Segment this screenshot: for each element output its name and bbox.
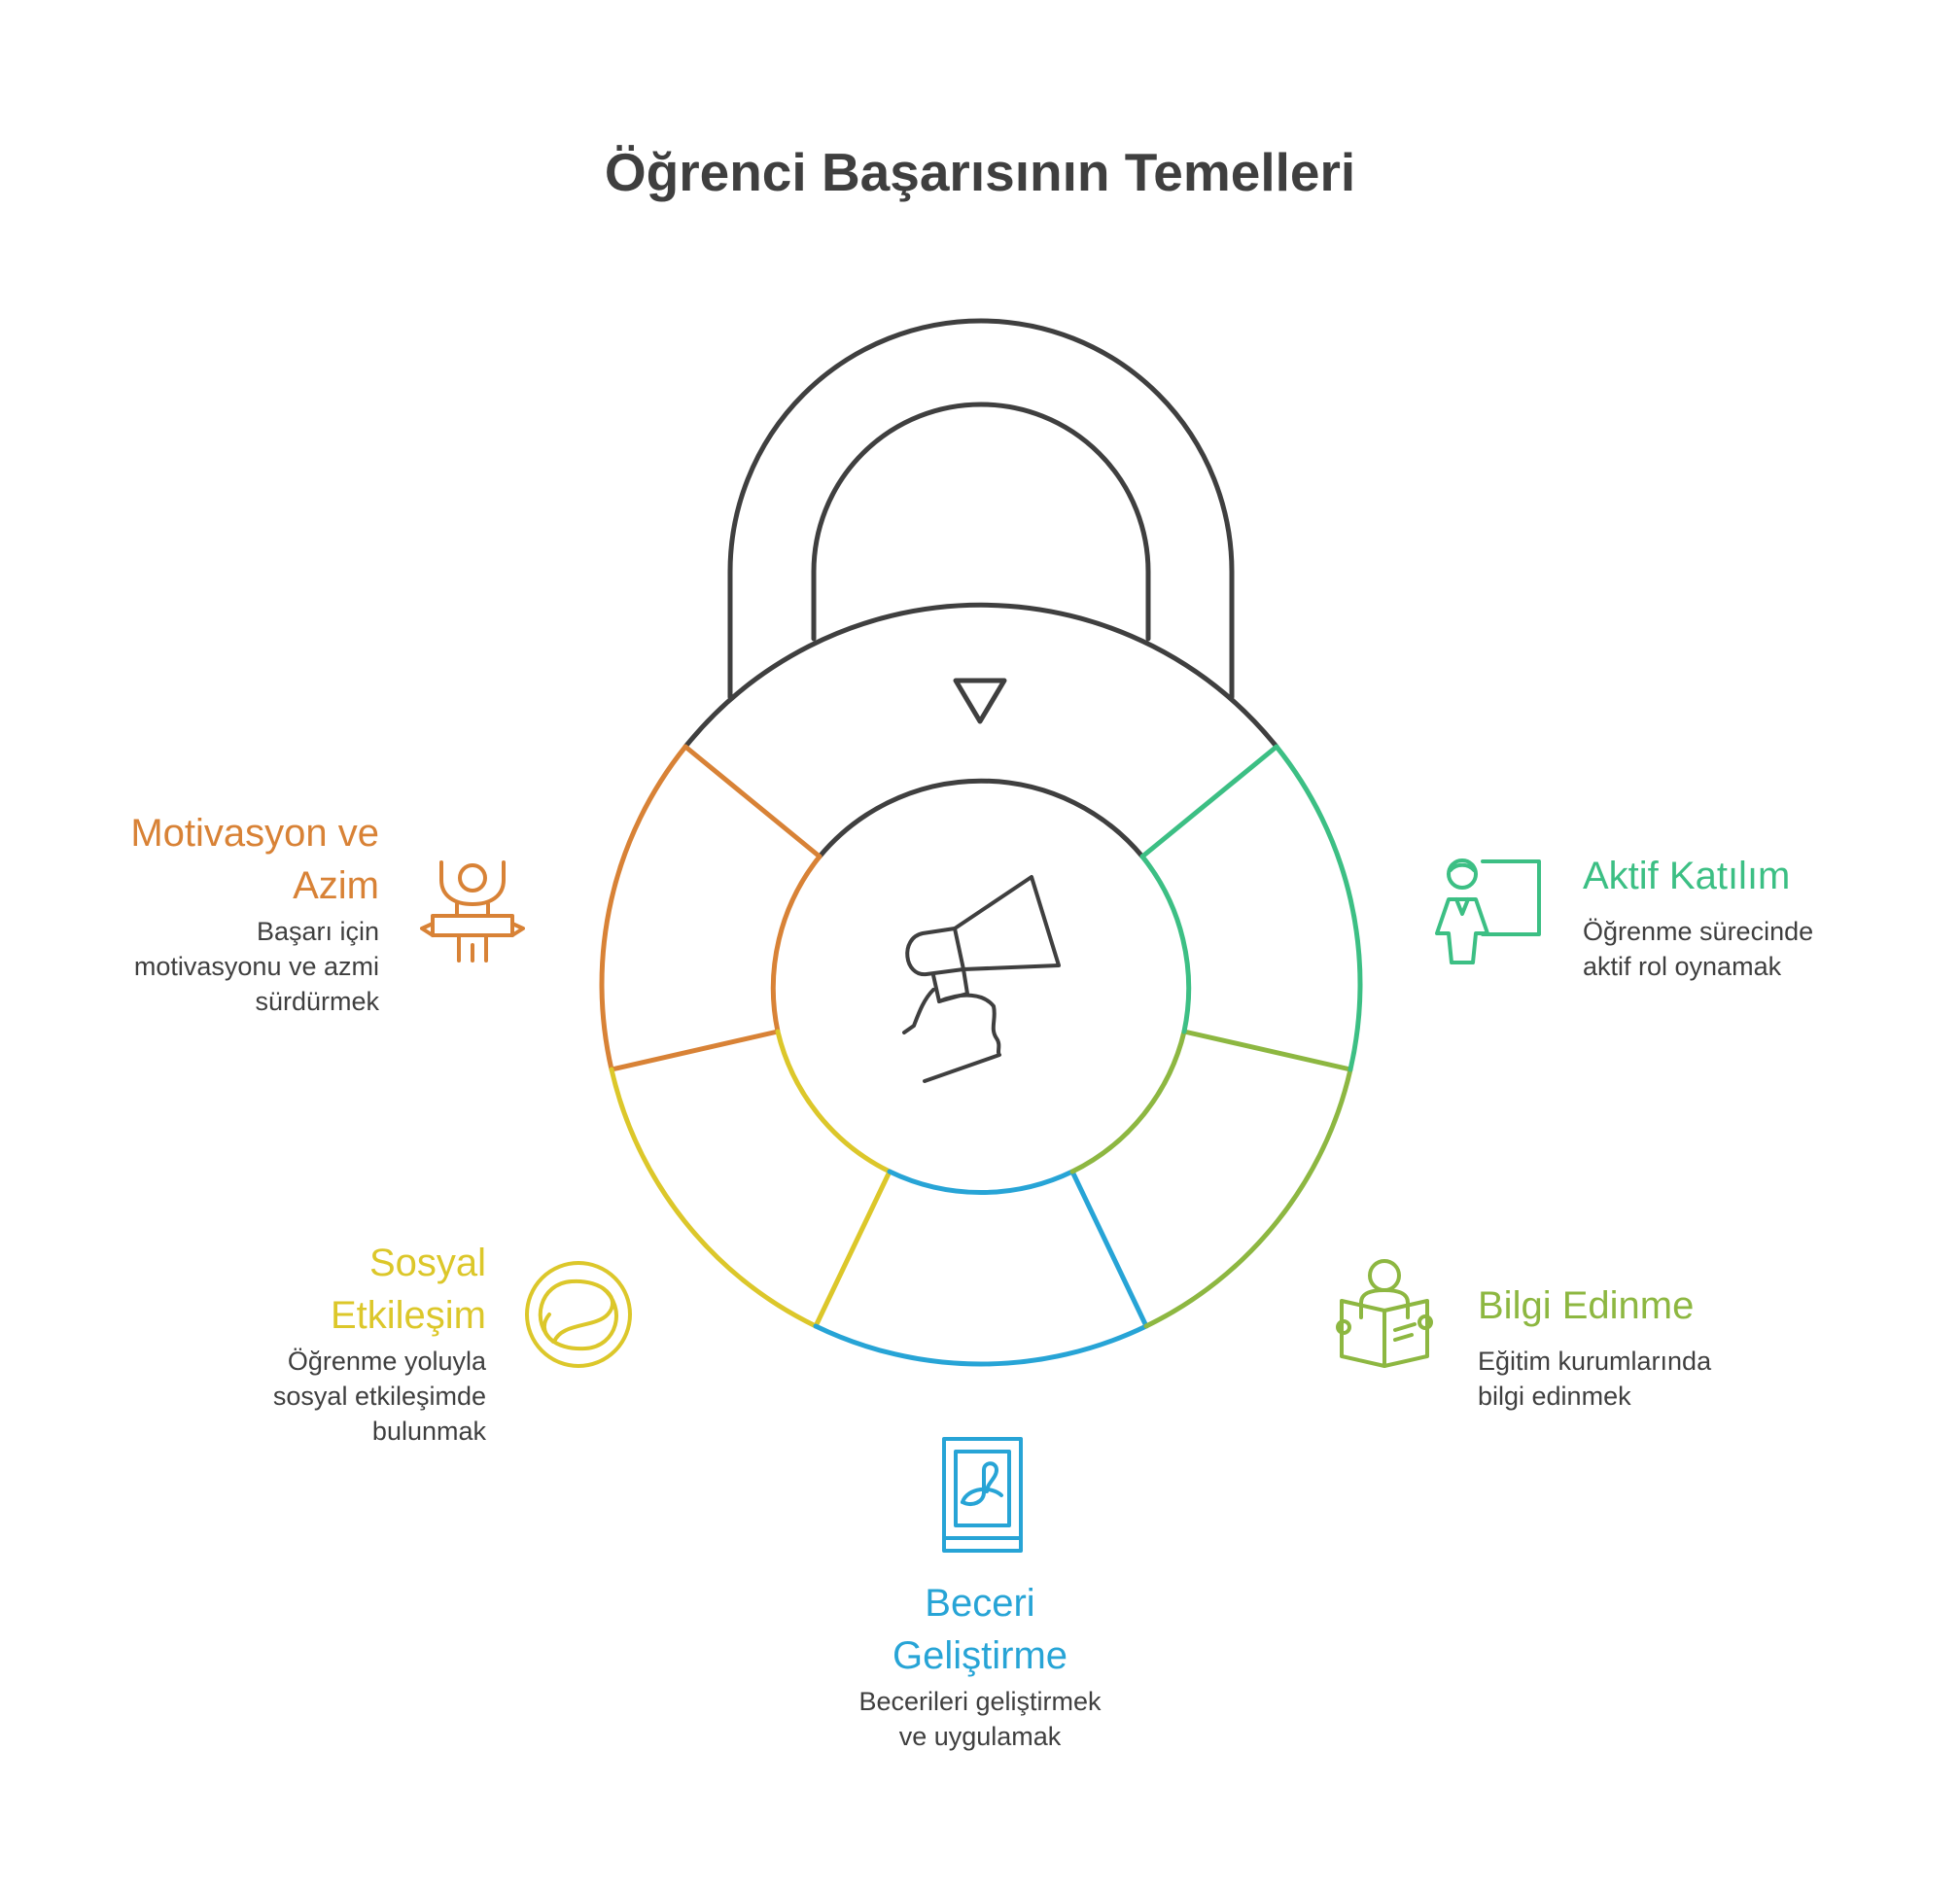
active-heading-line1: Aktif Katılım	[1583, 855, 1791, 897]
motivation-heading-line1: Motivasyon ve	[130, 812, 379, 855]
skills-heading-line2: Geliştirme	[892, 1634, 1068, 1677]
active-desc-line2: aktif rol oynamak	[1583, 952, 1782, 981]
skills-heading-line1: Beceri	[925, 1582, 1035, 1625]
active-desc-line1: Öğrenme sürecinde	[1583, 917, 1814, 946]
segment-social	[609, 1029, 892, 1329]
skills-desc-line2: ve uygulamak	[898, 1722, 1062, 1751]
motivation-desc-line1: Başarı için	[256, 917, 379, 946]
teacher-board-icon	[1435, 858, 1541, 964]
segment-motivation	[599, 744, 822, 1072]
social-heading-line1: Sosyal	[368, 1242, 486, 1284]
skill-book-icon	[942, 1437, 1023, 1553]
knowledge-heading-line1: Bilgi Edinme	[1478, 1284, 1695, 1327]
celebrating-person-icon	[420, 860, 525, 963]
knowledge-desc-line1: Eğitim kurumlarında	[1478, 1347, 1712, 1376]
segment-active	[1139, 744, 1363, 1072]
knowledge-desc-line2: bilgi edinmek	[1478, 1382, 1631, 1411]
segment-skills	[813, 1169, 1149, 1367]
reading-person-icon	[1336, 1259, 1433, 1368]
padlock-shackle	[727, 318, 1235, 700]
motivation-desc-line2: motivasyonu ve azmi	[133, 952, 379, 981]
megaphone-icon	[902, 875, 1061, 1083]
interaction-swirl-icon	[525, 1261, 632, 1368]
motivation-desc-line3: sürdürmek	[255, 987, 379, 1016]
padlock-body-top-arc	[682, 602, 1279, 750]
page-title: Öğrenci Başarısının Temelleri	[604, 142, 1356, 202]
triangle-pointer-icon	[953, 678, 1007, 724]
social-desc-line3: bulunmak	[371, 1417, 486, 1446]
skills-desc-line1: Becerileri geliştirmek	[858, 1687, 1102, 1716]
social-heading-line2: Etkileşim	[330, 1294, 486, 1337]
dial-inner-top-arc	[817, 778, 1145, 859]
padlock-shackle-inner	[811, 402, 1151, 642]
segment-knowledge	[1069, 1029, 1353, 1329]
social-desc-line1: Öğrenme yoluyla	[287, 1347, 486, 1376]
motivation-heading-line2: Azim	[293, 864, 379, 907]
social-desc-line2: sosyal etkileşimde	[272, 1382, 486, 1411]
